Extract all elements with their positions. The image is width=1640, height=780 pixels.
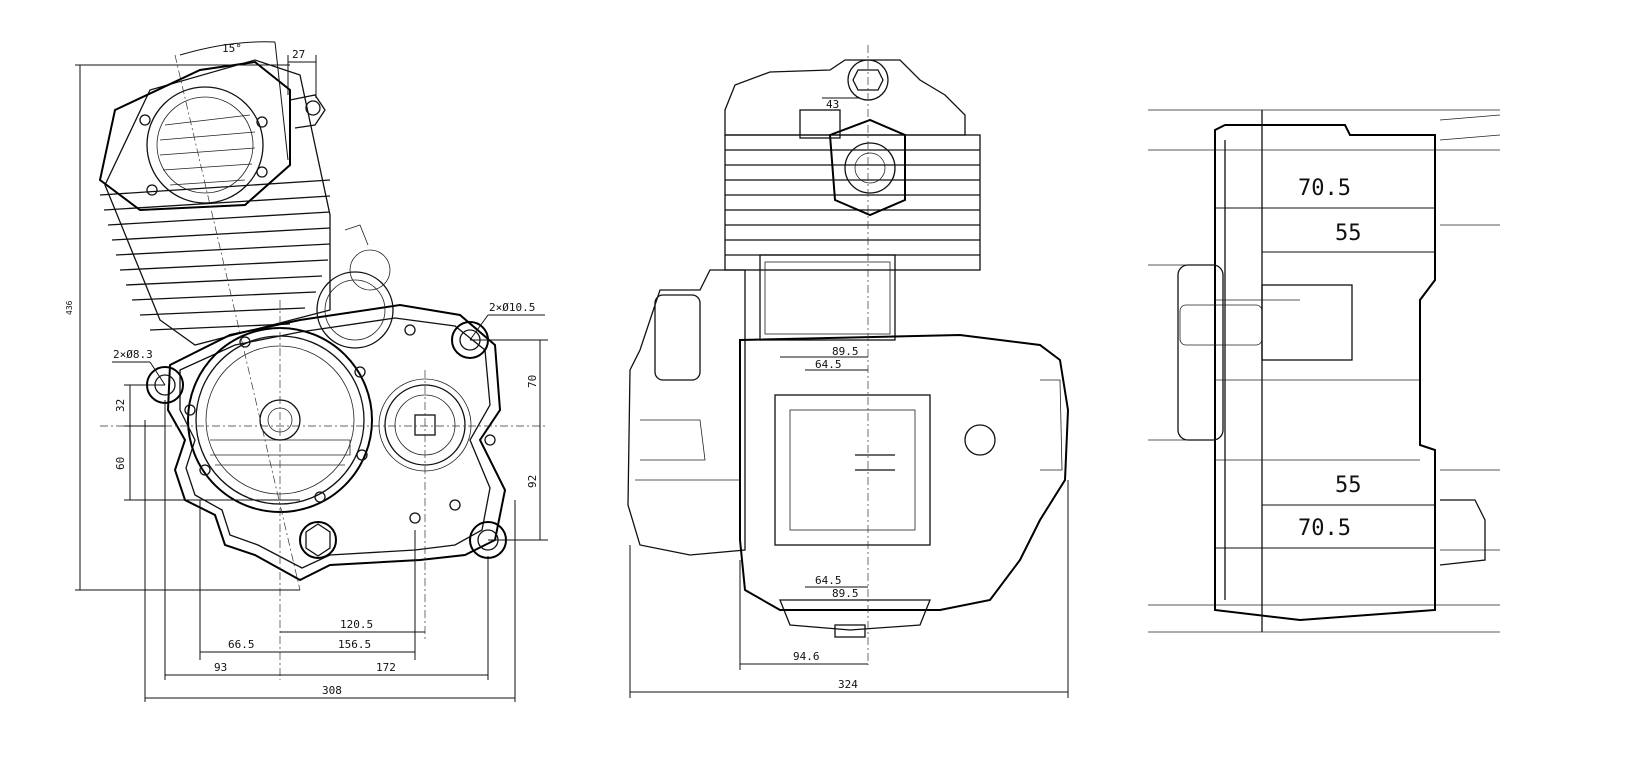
detail-body [1177, 110, 1501, 632]
dim-436: 436 [65, 300, 74, 315]
dim-89-5-top: 89.5 [832, 345, 859, 358]
right-view-detail: 70.5 55 55 70.5 [1148, 109, 1501, 633]
dim-55-bottom: 55 [1335, 473, 1362, 498]
oil-sump [779, 599, 931, 638]
dim-324: 324 [838, 678, 858, 691]
dim-64-5-bottom: 64.5 [815, 574, 842, 587]
left-view-side-elevation: 15° 27 436 2×Ø10.5 2×Ø8.3 32 60 70 [65, 41, 548, 702]
cylinder-head-cover [98, 60, 291, 212]
dim-89-5-bottom: 89.5 [832, 587, 859, 600]
top-mount-lug [289, 94, 326, 129]
oil-filler-cap [316, 224, 394, 349]
middle-crankcase [739, 333, 1070, 611]
dim-27: 27 [292, 48, 305, 61]
dim-156-5: 156.5 [338, 638, 371, 651]
dim-64-5-top: 64.5 [815, 358, 842, 371]
dim-70: 70 [526, 375, 539, 388]
dim-93: 93 [214, 661, 227, 674]
intake-port [799, 109, 906, 217]
crankcase [166, 303, 507, 582]
cylinder-fins [99, 59, 331, 346]
detail-background-lines [1148, 109, 1500, 633]
dim-55-top: 55 [1335, 221, 1362, 246]
cylinder-barrel [759, 254, 896, 341]
middle-cylinder-fins [724, 134, 981, 271]
dim-66-5: 66.5 [228, 638, 255, 651]
cover-bolts [184, 324, 496, 524]
left-center-lines [100, 54, 545, 680]
left-cover [627, 269, 746, 556]
dim-70-5-top: 70.5 [1298, 176, 1351, 201]
dim-60: 60 [114, 457, 127, 470]
dim-308: 308 [322, 684, 342, 697]
dim-angle-15: 15° [222, 42, 242, 55]
dim-32: 32 [114, 399, 127, 412]
dim-120-5: 120.5 [340, 618, 373, 631]
dim-43: 43 [826, 98, 839, 111]
dim-hole-2x8-3: 2×Ø8.3 [113, 348, 153, 361]
dim-172: 172 [376, 661, 396, 674]
dim-94-6: 94.6 [793, 650, 820, 663]
dim-hole-2x10-5: 2×Ø10.5 [489, 301, 535, 314]
dim-70-5-bottom: 70.5 [1298, 516, 1351, 541]
middle-view-front-elevation: 43 [627, 45, 1070, 698]
head-top: 43 [724, 59, 966, 136]
dim-92: 92 [526, 475, 539, 488]
